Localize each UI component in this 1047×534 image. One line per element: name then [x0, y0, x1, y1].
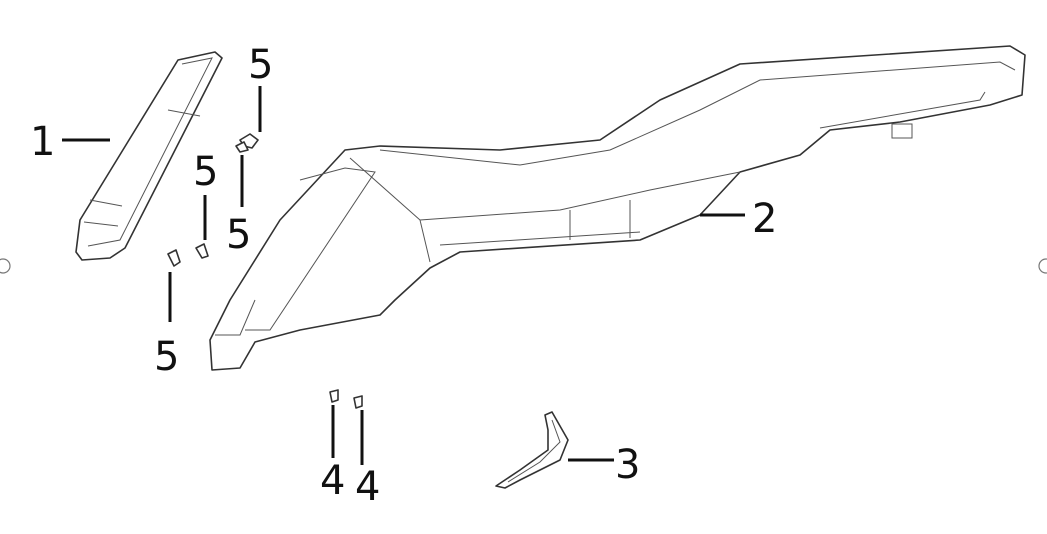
leader-lines	[62, 86, 745, 465]
callout-5d: 5	[154, 334, 179, 380]
callout-2: 2	[752, 196, 777, 242]
callout-4a: 4	[320, 458, 345, 504]
callout-5b: 5	[193, 149, 218, 195]
left-edge-handle[interactable]	[0, 258, 11, 274]
callout-5a: 5	[248, 42, 273, 88]
right-edge-handle[interactable]	[1038, 258, 1047, 274]
callout-4b: 4	[355, 464, 380, 510]
part-1-cover	[75, 51, 223, 261]
callout-1: 1	[30, 119, 55, 165]
screw-icons	[167, 133, 363, 409]
callout-3: 3	[615, 442, 640, 488]
part-2-seat-body	[209, 45, 1026, 371]
part-3-bracket	[495, 411, 569, 489]
callout-5c: 5	[226, 212, 251, 258]
